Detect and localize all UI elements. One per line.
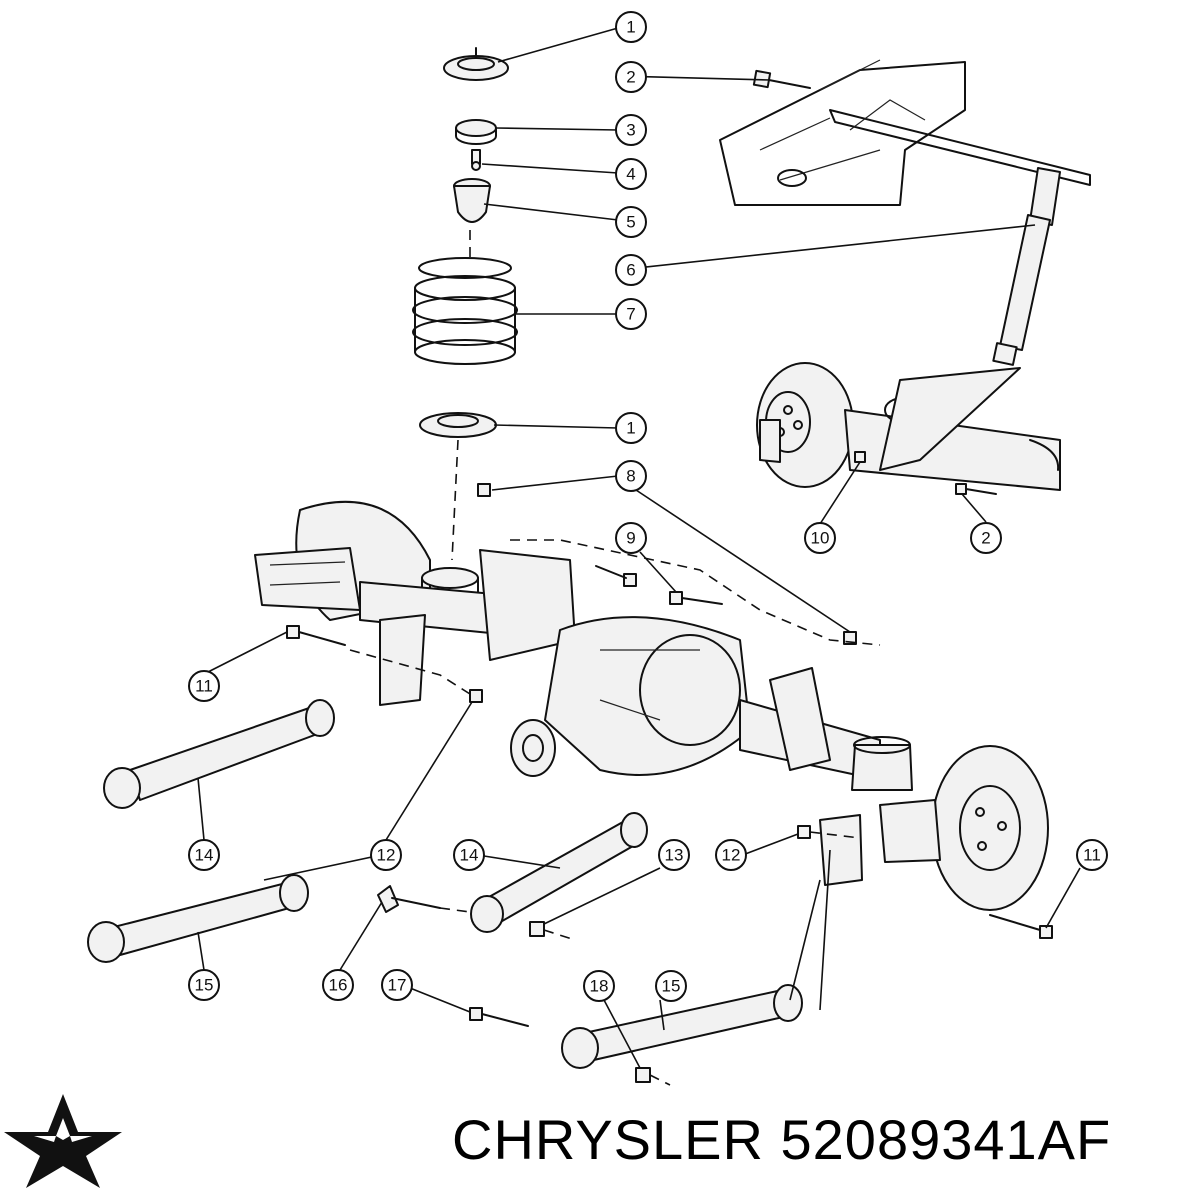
control-arm-upper-right [470,812,648,933]
callout-6: 6 [615,254,647,286]
control-arm-lower-right [561,984,803,1069]
frame-rail [719,59,1091,206]
svg-text:13: 13 [665,846,684,865]
callout-9: 9 [615,522,647,554]
svg-text:10: 10 [811,529,830,548]
callout-1a: 1 [615,11,647,43]
svg-text:11: 11 [195,677,213,696]
svg-text:5: 5 [626,213,635,232]
callout-3: 3 [615,114,647,146]
svg-text:11: 11 [1083,846,1101,865]
svg-text:3: 3 [626,121,635,140]
rear-axle-assembly [254,500,1049,911]
svg-text:9: 9 [626,529,635,548]
svg-text:17: 17 [388,976,407,995]
callout-2b: 2 [970,522,1002,554]
svg-text:2: 2 [626,68,635,87]
control-arm-upper-left [103,699,335,809]
callout-18: 18 [583,970,615,1002]
axle-hub-right-upper [756,362,1061,491]
callout-5: 5 [615,206,647,238]
callout-1b: 1 [615,412,647,444]
svg-text:1: 1 [626,419,635,438]
callout-14b: 14 [453,839,485,871]
chrysler-pentastar-icon [4,1094,122,1188]
svg-text:16: 16 [329,976,348,995]
callout-4: 4 [615,158,647,190]
svg-text:12: 12 [377,846,396,865]
callout-11b: 11 [1076,839,1108,871]
bolt-small [471,149,481,171]
coil-spring [412,257,518,365]
svg-text:7: 7 [626,305,635,324]
brand-name: CHRYSLER [452,1108,764,1171]
callout-13: 13 [658,839,690,871]
svg-text:6: 6 [626,261,635,280]
svg-text:1: 1 [626,18,635,37]
bump-stop-cup [455,119,497,145]
callout-8: 8 [615,460,647,492]
leader-lines [197,27,1081,1069]
assembly-dashed-lines [349,539,881,1086]
spring-seat-upper [443,47,509,81]
callout-11a: 11 [188,670,220,702]
callout-7: 7 [615,298,647,330]
shock-absorber [992,167,1061,366]
svg-text:12: 12 [722,846,741,865]
callout-14a: 14 [188,839,220,871]
brand-part-number: CHRYSLER 52089341AF [452,1108,1111,1172]
fasteners [286,69,1053,1083]
svg-text:4: 4 [626,165,635,184]
callout-15a: 15 [188,969,220,1001]
callout-2a: 2 [615,61,647,93]
svg-text:2: 2 [981,529,990,548]
assembly-axis-line-lower [451,439,459,561]
svg-text:18: 18 [590,977,609,996]
control-arm-lower-left [87,874,309,963]
callout-12b: 12 [715,839,747,871]
callout-12a: 12 [370,839,402,871]
svg-text:14: 14 [460,846,479,865]
svg-text:8: 8 [626,467,635,486]
svg-text:14: 14 [195,846,214,865]
spring-seat-lower [419,412,497,438]
callout-10: 10 [804,522,836,554]
callout-16: 16 [322,969,354,1001]
svg-text:15: 15 [195,976,214,995]
svg-text:15: 15 [662,977,681,996]
callout-15b: 15 [655,970,687,1002]
part-number: 52089341AF [780,1108,1112,1171]
jounce-bumper [453,178,491,223]
callout-17: 17 [381,969,413,1001]
